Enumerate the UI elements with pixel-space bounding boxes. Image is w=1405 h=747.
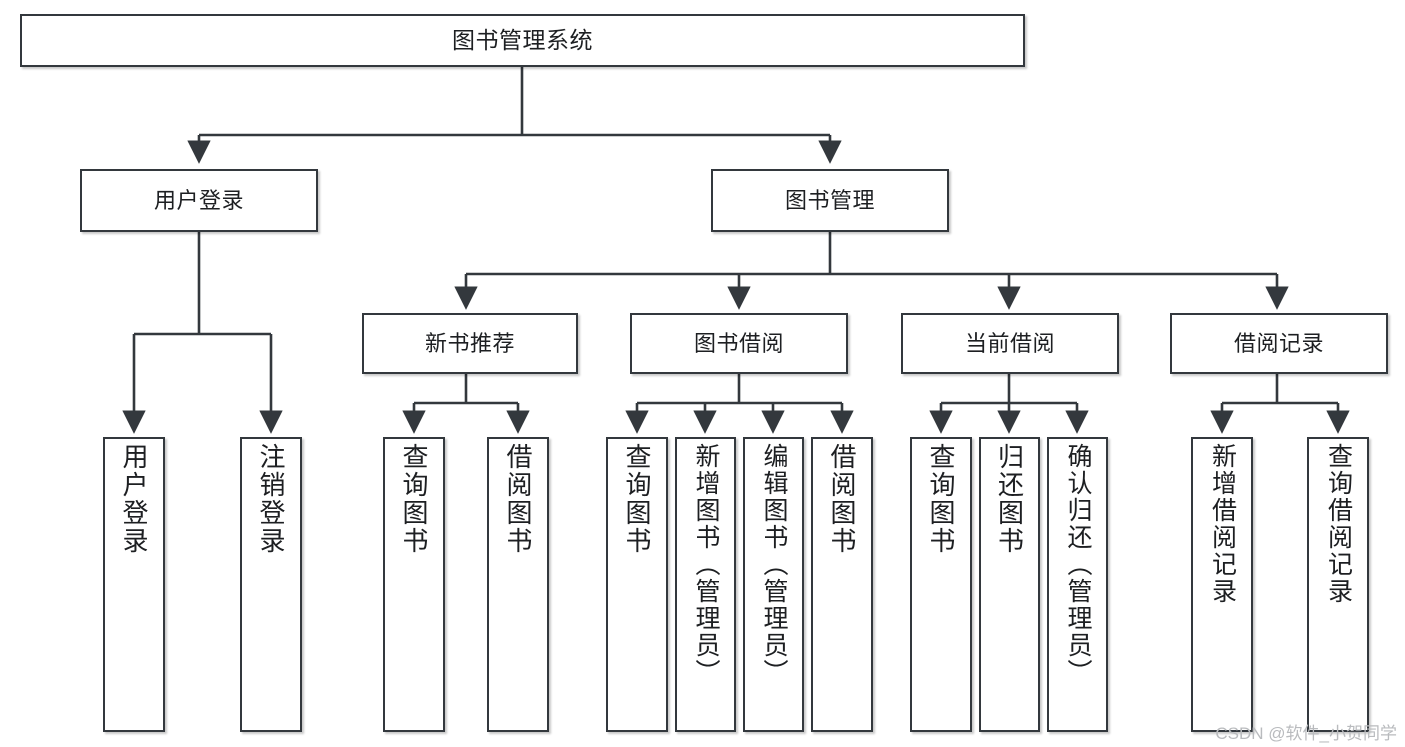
node-label: 查询图书: [399, 443, 429, 555]
leaf-borrow-book-recommend[interactable]: 借阅图书: [487, 437, 549, 732]
node-current-borrow[interactable]: 当前借阅: [901, 313, 1119, 374]
leaf-logout[interactable]: 注销登录: [240, 437, 302, 732]
leaf-return-book[interactable]: 归还图书: [979, 437, 1040, 732]
leaf-add-book-admin[interactable]: 新增图书（管理员）: [675, 437, 736, 732]
node-label: 新书推荐: [424, 330, 515, 356]
node-label: 查询借阅记录: [1324, 443, 1353, 605]
node-label: 注销登录: [256, 443, 286, 555]
node-book-borrow[interactable]: 图书借阅: [630, 313, 848, 374]
node-book-management[interactable]: 图书管理: [711, 169, 949, 232]
node-label: 图书管理系统: [452, 27, 593, 54]
leaf-edit-book-admin[interactable]: 编辑图书（管理员）: [743, 437, 804, 732]
node-label: 借阅记录: [1233, 330, 1324, 356]
node-label: 用户登录: [153, 187, 244, 213]
node-label: 归还图书: [994, 443, 1025, 555]
node-label: 图书管理: [784, 187, 875, 213]
leaf-query-borrow-record[interactable]: 查询借阅记录: [1307, 437, 1369, 732]
node-label: 编辑图书（管理员）: [760, 443, 788, 686]
leaf-borrow-book-borrow[interactable]: 借阅图书: [811, 437, 873, 732]
node-borrow-record[interactable]: 借阅记录: [1170, 313, 1388, 374]
leaf-user-login[interactable]: 用户登录: [103, 437, 165, 732]
node-label: 用户登录: [119, 443, 149, 555]
node-new-book-recommend[interactable]: 新书推荐: [362, 313, 578, 374]
node-label: 确认归还（管理员）: [1064, 443, 1092, 686]
node-root-system[interactable]: 图书管理系统: [20, 14, 1025, 67]
node-label: 新增借阅记录: [1208, 443, 1237, 605]
csdn-watermark: CSDN @软件_小贺同学: [1215, 724, 1397, 743]
node-label: 新增图书（管理员）: [692, 443, 720, 686]
node-label: 当前借阅: [964, 330, 1055, 356]
leaf-confirm-return-admin[interactable]: 确认归还（管理员）: [1047, 437, 1108, 732]
node-label: 查询图书: [926, 443, 956, 555]
node-label: 图书借阅: [693, 330, 784, 356]
node-label: 借阅图书: [503, 443, 533, 555]
leaf-query-book-current[interactable]: 查询图书: [910, 437, 972, 732]
leaf-query-book-borrow[interactable]: 查询图书: [606, 437, 668, 732]
node-label: 查询图书: [622, 443, 652, 555]
leaf-add-borrow-record[interactable]: 新增借阅记录: [1191, 437, 1253, 732]
leaf-query-book-recommend[interactable]: 查询图书: [383, 437, 445, 732]
node-user-login[interactable]: 用户登录: [80, 169, 318, 232]
node-label: 借阅图书: [827, 443, 857, 555]
